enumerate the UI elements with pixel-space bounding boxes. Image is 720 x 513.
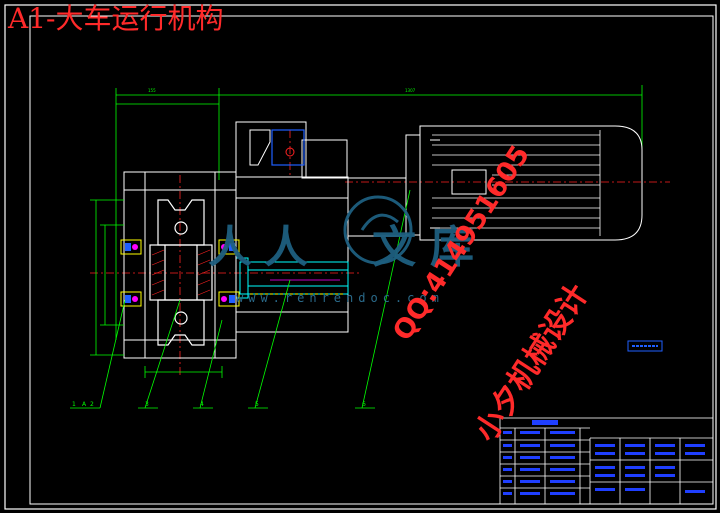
gear-bracket [271,129,305,166]
watermark-chars: 人 人 文 库 [208,222,474,273]
wheel-frame [123,171,237,359]
part-label-1: 1 [72,401,76,408]
part-label-5: 5 [255,401,259,408]
outer-border [4,4,717,510]
bearing-right-top [218,239,240,255]
leader-lines [70,189,411,409]
bracket-bolt [285,147,295,157]
wheel-hatching [151,249,211,296]
inner-border [29,15,714,505]
watermark-char-4: 库 [430,222,474,273]
bearing-left-top [120,239,142,255]
bearing-left-bottom [120,291,142,307]
centerlines [90,130,670,375]
motor [347,125,643,241]
title-block-entries [503,420,705,495]
note-box [627,340,663,352]
part-numbers: 1 A 2 3 4 5 6 [72,401,366,408]
watermark-char-3: 文 [372,222,416,273]
title-block [499,417,714,505]
output-shaft [235,257,349,299]
watermark-char-1: 人 [208,222,252,273]
watermark-char-2: 人 [264,222,308,273]
left-dimensions [90,199,223,378]
drawing-title: A1-大车运行机构 [8,2,224,35]
bearing-right-bottom [218,291,240,307]
motor-fins [432,130,601,236]
part-label-3: 3 [145,401,149,408]
watermark-url: www.renrendoc.com [236,291,444,305]
watermark-logo [343,195,413,265]
part-label-6: 6 [362,401,366,408]
part-label-4: 4 [200,401,204,408]
svg-text:155: 155 [148,88,156,93]
part-label-2: 2 [90,401,94,408]
wheel [149,199,213,346]
part-label-a: A [82,401,87,408]
svg-text:1307: 1307 [405,88,416,93]
